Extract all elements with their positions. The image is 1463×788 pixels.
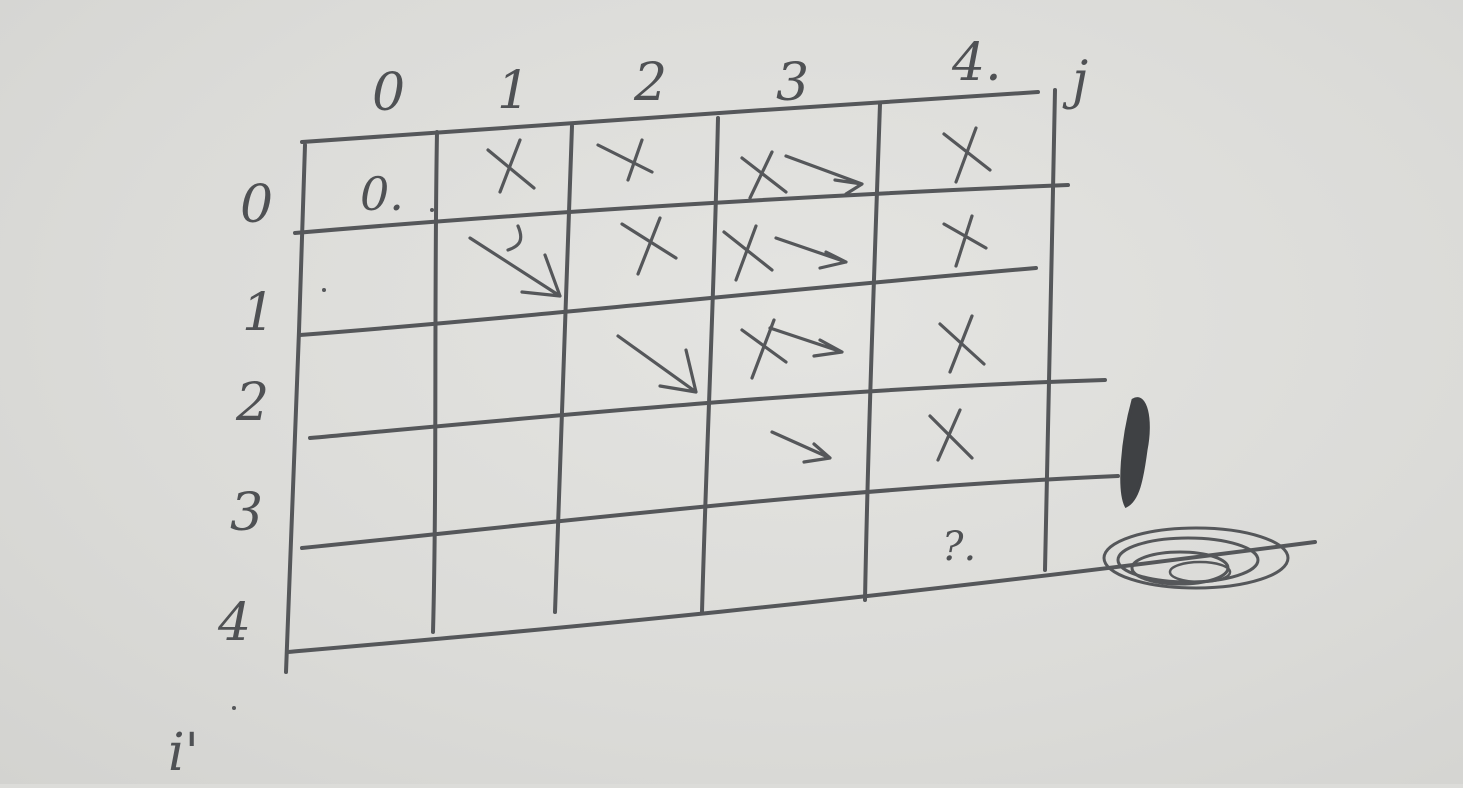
right-arrow <box>768 326 844 358</box>
grid-line-v-4 <box>863 102 882 602</box>
grid-line-h-3 <box>308 378 1107 440</box>
grid-line-v-3 <box>700 116 720 614</box>
cell-values: 0. ?. <box>360 167 976 570</box>
cross-mark <box>942 214 988 268</box>
column-headers: 0 1 2 3 4. j <box>372 33 1088 123</box>
pencil-dot <box>430 208 434 212</box>
row-headers: 0 1 2 3 4 i' <box>168 175 275 783</box>
cross-mark <box>740 318 788 380</box>
cross-mark <box>938 314 986 374</box>
grid-line-h-4 <box>300 474 1120 550</box>
column-header-0: 0 <box>372 63 405 123</box>
right-arrow <box>784 154 864 196</box>
cross-mark <box>722 224 774 282</box>
grid-line-v-5 <box>1043 88 1057 572</box>
pencil-dots <box>232 208 434 710</box>
origin-cell-value: 0. <box>360 167 404 221</box>
cross-mark <box>486 138 536 194</box>
column-header-3: 3 <box>776 53 809 113</box>
grid-line-h-0 <box>300 90 1040 144</box>
cross-marks <box>486 126 992 462</box>
row-header-3: 3 <box>230 483 263 543</box>
column-axis-label: j <box>1062 51 1088 111</box>
scribble-mark <box>1120 397 1150 509</box>
column-header-1: 1 <box>497 61 530 121</box>
cross-mark <box>928 408 974 462</box>
grid-line-h-5 <box>286 540 1317 654</box>
diagonal-arrow <box>468 236 562 298</box>
cross-mark <box>942 126 992 184</box>
right-arrow <box>770 430 832 464</box>
row-axis-label: i' <box>168 723 199 783</box>
cross-mark <box>740 150 788 200</box>
pencil-stroke <box>506 224 523 252</box>
grid-line-v-1 <box>431 130 439 634</box>
row-header-0: 0 <box>240 175 273 235</box>
grid-line-v-2 <box>553 124 574 614</box>
column-header-2: 2 <box>633 53 667 113</box>
column-header-4: 4. <box>951 33 1002 93</box>
row-header-1: 1 <box>242 283 275 343</box>
row-header-4: 4 <box>217 593 251 653</box>
cross-mark <box>620 216 678 276</box>
scribble-loop <box>1102 526 1290 590</box>
pencil-dot <box>322 288 326 292</box>
unknown-cell-value: ?. <box>942 524 976 570</box>
grid <box>284 88 1317 674</box>
diagonal-arrow <box>616 334 698 394</box>
eraser-scribbles <box>1102 397 1290 590</box>
grid-line-v-0 <box>284 143 307 674</box>
grid-line-h-1 <box>293 183 1070 235</box>
grid-line-h-2 <box>298 266 1038 337</box>
cross-mark <box>596 138 654 182</box>
pencil-dot <box>232 706 236 710</box>
scribble-loop <box>1168 560 1232 584</box>
right-arrow <box>774 236 848 270</box>
row-header-2: 2 <box>235 373 269 433</box>
arrows <box>468 154 864 464</box>
